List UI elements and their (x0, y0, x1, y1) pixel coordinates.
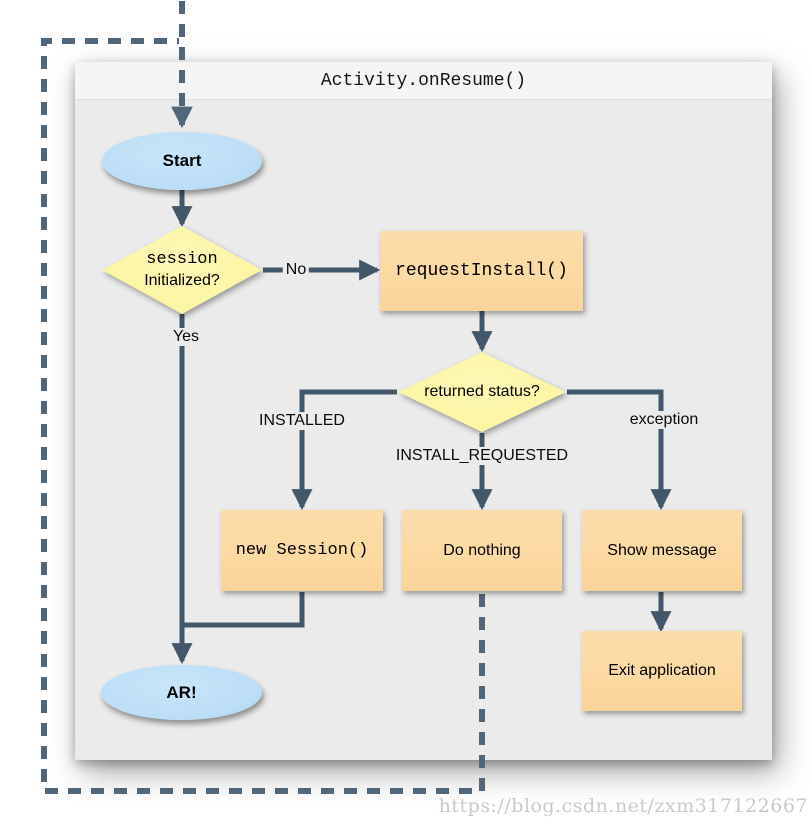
node-ar-label: AR! (166, 682, 197, 702)
edge-label-yes: Yes (169, 328, 203, 346)
node-start: Start (102, 132, 262, 190)
node-request-install-label: requestInstall() (395, 261, 568, 281)
panel-title: Activity.onResume() (320, 70, 527, 91)
edge-label-exception: exception (626, 411, 702, 429)
node-exit-application: Exit application (582, 631, 742, 711)
node-new-session-label: new Session() (235, 541, 369, 560)
node-ar: AR! (101, 665, 262, 720)
node-session-check-body: session Initialized? (102, 226, 262, 314)
node-new-session: new Session() (221, 510, 383, 591)
node-status-check-label: returned status? (424, 383, 540, 401)
node-status-check: returned status? (398, 352, 566, 432)
node-show-message-label: Show message (607, 541, 717, 559)
node-status-check-body: returned status? (398, 352, 566, 432)
panel-header: Activity.onResume() (75, 62, 772, 100)
edge-label-installed: INSTALLED (256, 412, 348, 430)
node-start-label: Start (162, 151, 202, 170)
node-session-check-line1: session (146, 250, 218, 270)
node-do-nothing-label: Do nothing (443, 541, 521, 559)
node-request-install: requestInstall() (380, 231, 583, 311)
watermark: https://blog.csdn.net/zxm317122667 (438, 795, 808, 817)
edge-label-no: No (282, 261, 310, 279)
edge-label-install-requested: INSTALL_REQUESTED (392, 447, 572, 465)
node-do-nothing: Do nothing (402, 510, 562, 591)
node-session-check-line2: Initialized? (144, 271, 220, 289)
node-exit-application-label: Exit application (608, 662, 716, 679)
node-show-message: Show message (582, 510, 742, 591)
node-session-check: session Initialized? (102, 226, 262, 314)
